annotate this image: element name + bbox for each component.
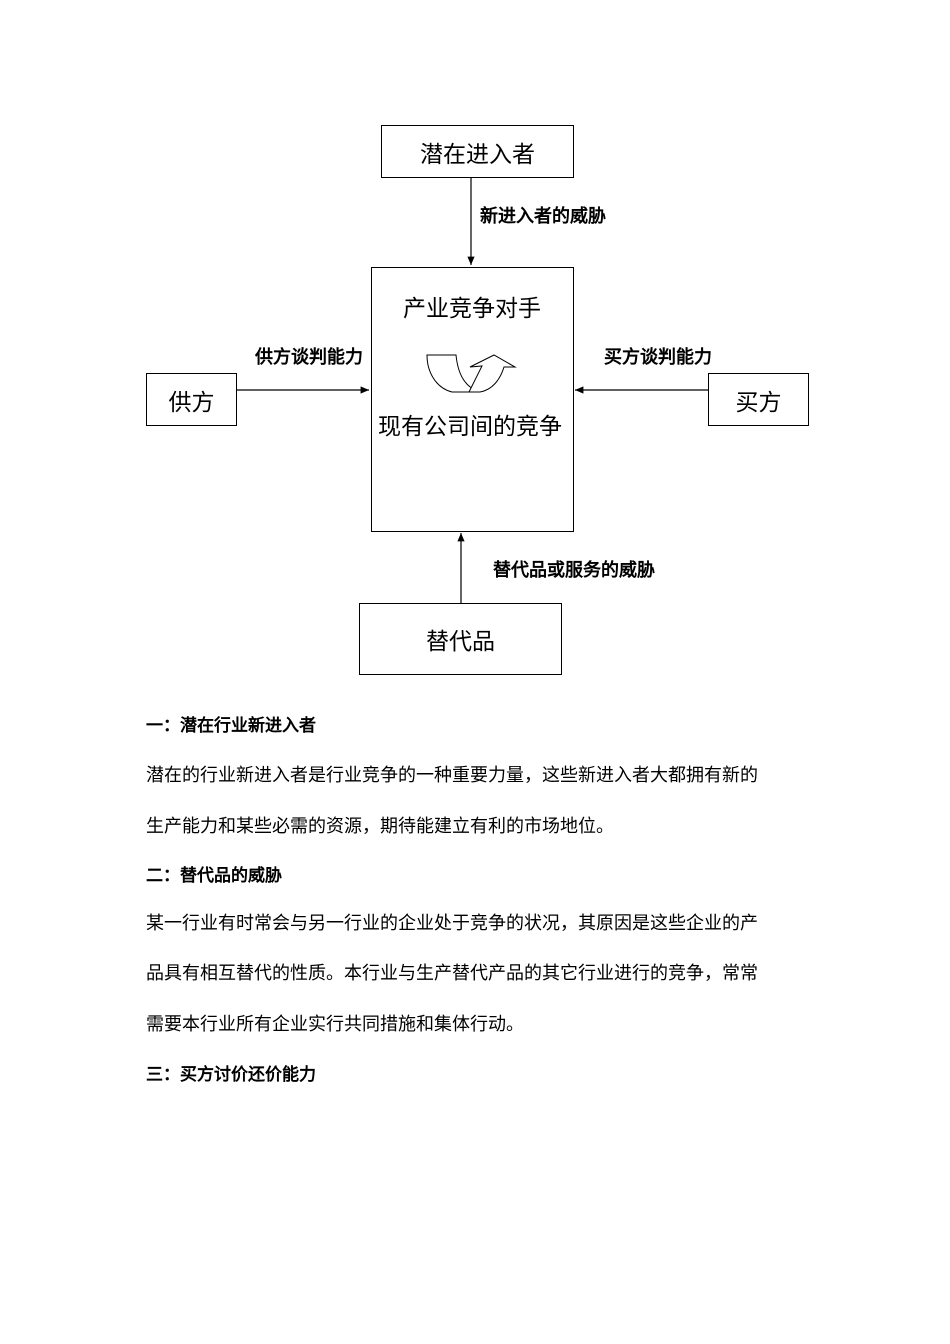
potential-entrants-box: 潜在进入者 — [381, 125, 574, 178]
substitutes-threat-label: 替代品或服务的威胁 — [493, 560, 655, 581]
suppliers-box: 供方 — [146, 373, 237, 426]
diagram-arrows — [236, 177, 708, 603]
industry-competitors-box — [371, 267, 574, 532]
center-title: 产业竞争对手 — [403, 296, 541, 322]
section-heading: 一：潜在行业新进入者 — [146, 716, 316, 736]
section-heading: 二：替代品的威胁 — [146, 866, 282, 886]
section-heading: 三：买方讨价还价能力 — [146, 1065, 316, 1085]
rivalry-curved-arrow-icon — [426, 354, 517, 393]
paragraph-line: 潜在的行业新进入者是行业竞争的一种重要力量，这些新进入者大都拥有新的 — [146, 765, 758, 786]
buyers-box: 买方 — [708, 373, 809, 426]
paragraph-line: 生产能力和某些必需的资源，期待能建立有利的市场地位。 — [146, 816, 614, 837]
buyer-power-label: 买方谈判能力 — [604, 347, 712, 368]
substitutes-box: 替代品 — [359, 603, 562, 675]
paragraph-line: 品具有相互替代的性质。本行业与生产替代产品的其它行业进行的竞争，常常 — [146, 963, 758, 984]
paragraph-line: 某一行业有时常会与另一行业的企业处于竞争的状况，其原因是这些企业的产 — [146, 913, 758, 934]
center-subtitle: 现有公司间的竞争 — [378, 414, 562, 440]
new-entrants-threat-label: 新进入者的威胁 — [480, 206, 606, 227]
paragraph-line: 需要本行业所有企业实行共同措施和集体行动。 — [146, 1014, 524, 1035]
supplier-power-label: 供方谈判能力 — [255, 347, 363, 368]
